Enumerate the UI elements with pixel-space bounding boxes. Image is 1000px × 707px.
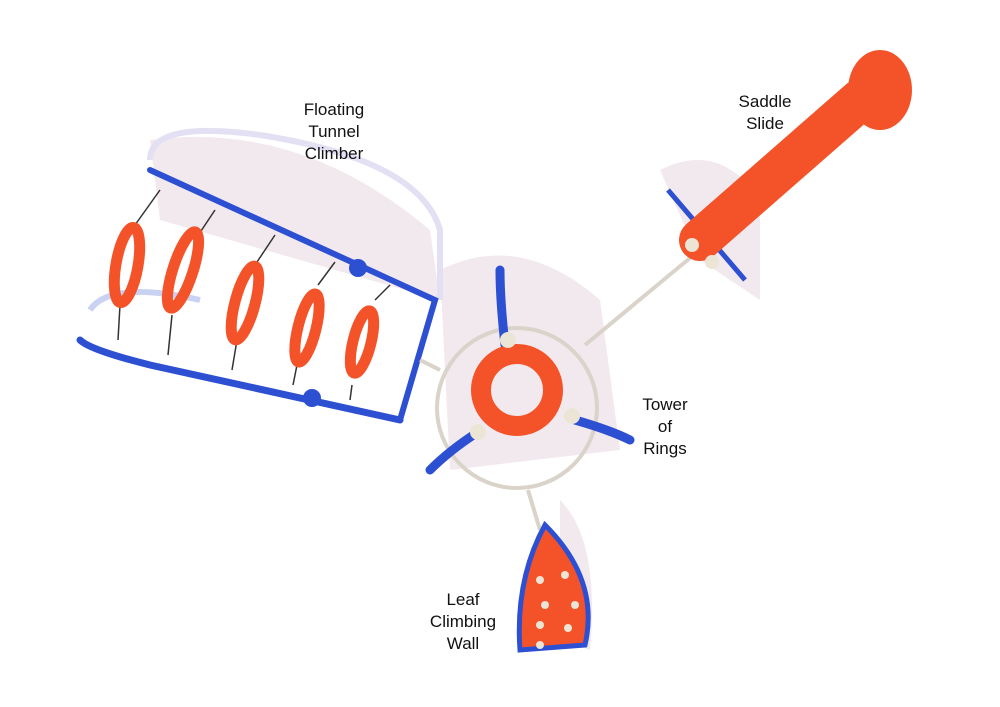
label-line: Leaf — [446, 590, 480, 609]
label-line: Wall — [446, 634, 480, 653]
saddle-slide — [666, 50, 912, 282]
label-line: Tunnel — [308, 122, 360, 141]
label-line: Saddle — [738, 92, 792, 111]
label-line: Tower — [642, 395, 688, 414]
label-line: Floating — [303, 100, 365, 119]
label-tower-of-rings: Tower of Rings — [642, 394, 687, 460]
label-saddle-slide: Saddle Slide — [739, 91, 792, 135]
tower-of-rings — [419, 256, 692, 531]
label-floating-tunnel-climber: Floating Tunnel Climber — [304, 99, 364, 165]
floating-tunnel-climber — [76, 127, 443, 424]
leaf-climbing-wall — [516, 520, 591, 653]
label-line: Rings — [643, 439, 687, 458]
label-line: of — [657, 417, 673, 436]
label-line: Climber — [304, 144, 364, 163]
label-line: Climbing — [429, 612, 497, 631]
label-line: Slide — [746, 114, 784, 133]
label-leaf-climbing-wall: Leaf Climbing Wall — [430, 589, 496, 655]
